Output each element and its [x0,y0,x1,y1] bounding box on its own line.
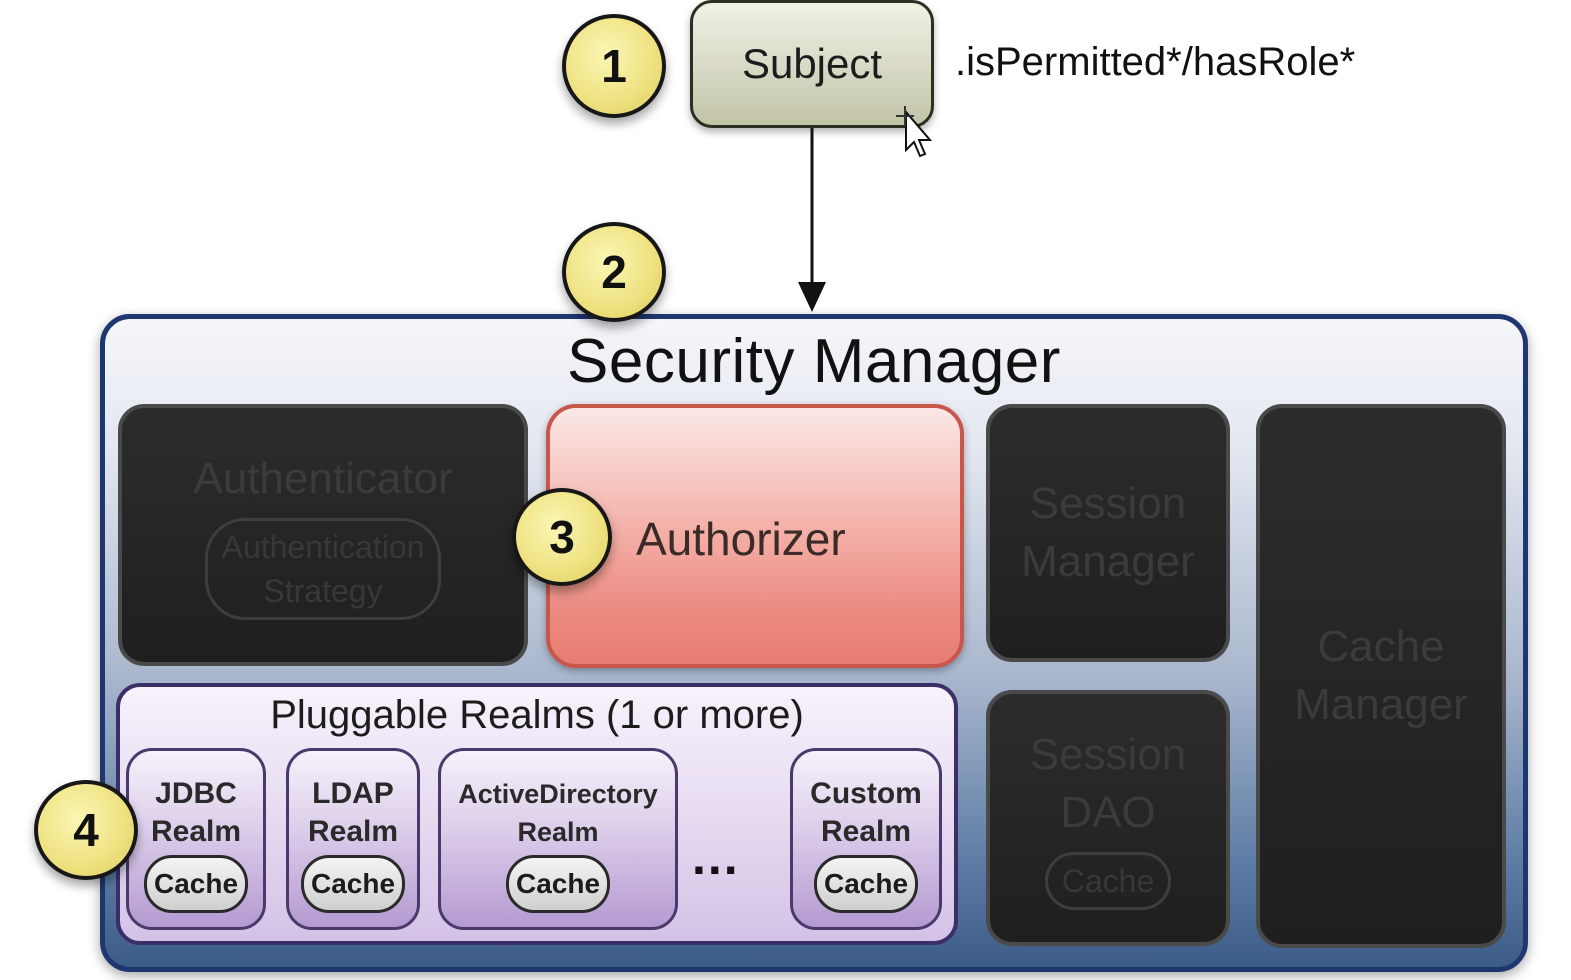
step-4-badge: 4 [34,780,138,880]
realm-label: LDAP Realm [307,777,399,848]
realm-label: Custom Realm [810,777,922,848]
subject-label: Subject [741,40,883,87]
jdbc-realm: JDBC Realm Cache [126,748,266,930]
pluggable-realms-title: Pluggable Realms (1 or more) [270,693,804,737]
subject-to-manager-arrow [798,128,826,312]
realm-label: JDBC Realm [150,777,242,848]
custom-realm: Custom Realm Cache [790,748,942,930]
session-dao-cache-pill: Cache [1044,852,1172,910]
authorizer-box [546,404,964,668]
session-manager-label: Session Manager [1021,479,1195,586]
step-2-badge: 2 [562,222,666,322]
more-realms-ellipsis: ... [692,829,740,885]
authorizer-label: Authorizer [636,513,846,565]
subject-call-label: .isPermitted*/hasRole* [955,40,1356,84]
realm-label: ActiveDirectory Realm [458,779,658,847]
mouse-cursor-icon [896,106,932,158]
step-3-badge: 3 [512,488,612,586]
authenticator-label: Authenticator [193,454,453,503]
security-manager-title: Security Manager [567,327,1061,396]
authentication-strategy-pill: Authentication Strategy [204,518,442,620]
cache-manager-box: Cache Manager [1256,404,1506,948]
session-dao-label: Session DAO [1029,730,1187,837]
realm-cache-pill: Cache [506,855,610,913]
step-1-badge: 1 [562,14,666,118]
subject-node: Subject [690,0,934,128]
realm-cache-pill: Cache [814,855,918,913]
realm-cache-pill: Cache [144,855,248,913]
cache-manager-label: Cache Manager [1294,622,1468,729]
session-manager-box: Session Manager [986,404,1230,662]
authenticator-box: Authenticator Authentication Strategy [118,404,528,666]
active-directory-realm: ActiveDirectory Realm Cache [438,748,678,930]
session-dao-box: Session DAO Cache [986,690,1230,946]
ldap-realm: LDAP Realm Cache [286,748,420,930]
realm-cache-pill: Cache [301,855,405,913]
